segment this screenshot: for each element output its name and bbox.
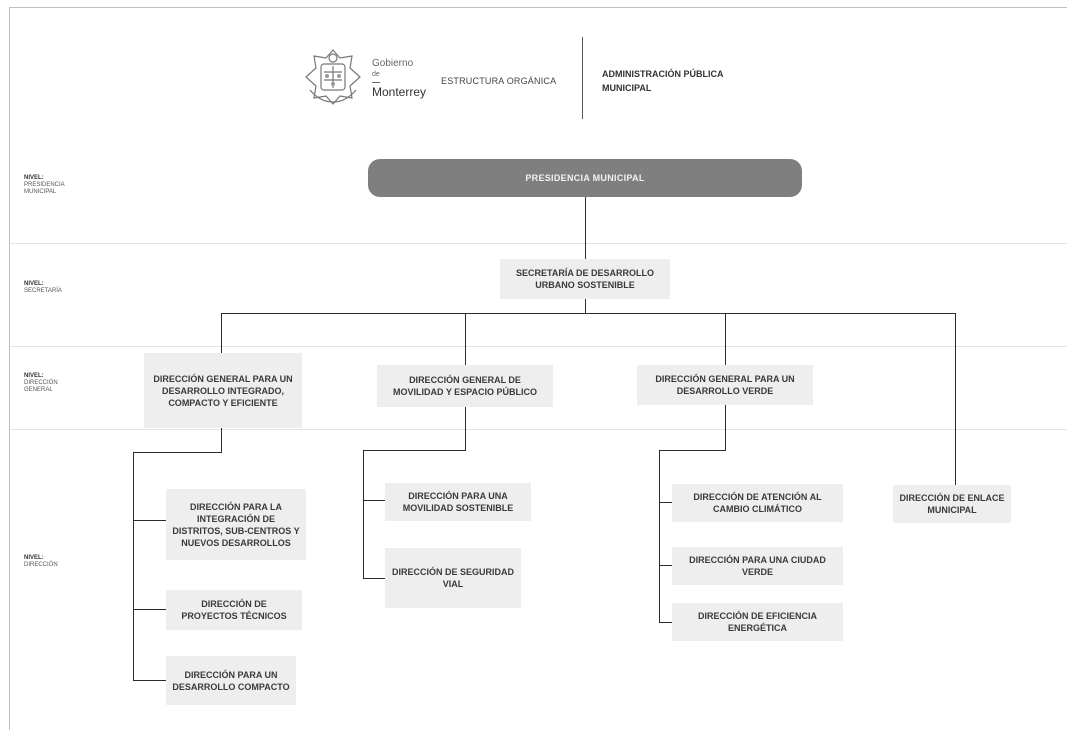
structure-label: ESTRUCTURA ORGÁNICA bbox=[441, 76, 557, 86]
band-separator bbox=[10, 346, 1067, 347]
connector-dg3-spine bbox=[659, 450, 660, 622]
secretaria-box: SECRETARÍA DE DESARROLLO URBANO SOSTENIB… bbox=[500, 259, 670, 299]
admin-title-line1: ADMINISTRACIÓN PÚBLICA bbox=[602, 69, 724, 79]
direccion-movilidad-sostenible-box: DIRECCIÓN PARA UNA MOVILIDAD SOSTENIBLE bbox=[385, 483, 531, 521]
page-frame-top bbox=[9, 7, 1067, 8]
connector-bus-dg1 bbox=[221, 313, 222, 353]
direccion-seguridad-vial-box: DIRECCIÓN DE SEGURIDAD VIAL bbox=[385, 548, 521, 608]
presidencia-municipal-box: PRESIDENCIA MUNICIPAL bbox=[368, 159, 802, 197]
direccion-compacto-box: DIRECCIÓN PARA UN DESARROLLO COMPACTO bbox=[166, 656, 296, 705]
direccion-compacto-label: DIRECCIÓN PARA UN DESARROLLO COMPACTO bbox=[172, 669, 290, 692]
connector-dg1-child1 bbox=[133, 520, 166, 521]
connector-bus-dg3 bbox=[725, 313, 726, 365]
direccion-integracion-box: DIRECCIÓN PARA LA INTEGRACIÓN DE DISTRIT… bbox=[166, 489, 306, 560]
connector-dg2-child2 bbox=[363, 578, 385, 579]
connector-dg1-child3 bbox=[133, 680, 166, 681]
level-label-secretaria: NIVEL: SECRETARÍA bbox=[24, 281, 62, 295]
dg-movilidad-box: DIRECCIÓN GENERAL DE MOVILIDAD Y ESPACIO… bbox=[377, 365, 553, 407]
admin-title-line2: MUNICIPAL bbox=[602, 83, 652, 93]
connector-dg3-child2 bbox=[659, 565, 672, 566]
connector-dg1-elbow bbox=[133, 452, 222, 453]
direccion-movilidad-sostenible-label: DIRECCIÓN PARA UNA MOVILIDAD SOSTENIBLE bbox=[402, 491, 514, 513]
admin-title: ADMINISTRACIÓN PÚBLICA MUNICIPAL bbox=[602, 67, 724, 95]
band-separator bbox=[10, 429, 1067, 430]
direccion-eficiencia-label: DIRECCIÓN DE EFICIENCIA ENERGÉTICA bbox=[697, 611, 817, 633]
secretaria-label: SECRETARÍA DE DESARROLLO URBANO SOSTENIB… bbox=[515, 268, 654, 290]
connector-dg1-down bbox=[221, 428, 222, 452]
connector-dg2-spine bbox=[363, 450, 364, 578]
connector-dg1-child2 bbox=[133, 609, 166, 610]
level-title: NIVEL: bbox=[24, 373, 44, 379]
direccion-integracion-label: DIRECCIÓN PARA LA INTEGRACIÓN DE DISTRIT… bbox=[172, 501, 300, 548]
logo-line-monterrey: Monterrey bbox=[372, 85, 427, 99]
logo-dash bbox=[372, 82, 380, 83]
connector-dg2-elbow bbox=[363, 450, 466, 451]
connector-horizontal-bus bbox=[221, 313, 955, 314]
logo-line-gobierno: Gobierno bbox=[372, 58, 414, 69]
logo-line-de: de bbox=[372, 71, 380, 78]
connector-dg3-child1 bbox=[659, 502, 672, 503]
coat-of-arms-icon bbox=[305, 49, 361, 105]
direccion-enlace-box: DIRECCIÓN DE ENLACE MUNICIPAL bbox=[893, 485, 1011, 523]
header-divider bbox=[582, 37, 583, 119]
level-name: DIRECCIÓN bbox=[24, 562, 58, 568]
connector-pres-secretaria bbox=[585, 197, 586, 259]
dg-verde-box: DIRECCIÓN GENERAL PARA UN DESARROLLO VER… bbox=[637, 365, 813, 405]
level-title: NIVEL: bbox=[24, 555, 44, 561]
direccion-proyectos-label: DIRECCIÓN DE PROYECTOS TÉCNICOS bbox=[181, 599, 287, 621]
direccion-enlace-label: DIRECCIÓN DE ENLACE MUNICIPAL bbox=[899, 493, 1005, 515]
connector-dg2-child1 bbox=[363, 500, 385, 501]
level-label-presidencia: NIVEL: PRESIDENCIA MUNICIPAL bbox=[24, 175, 64, 196]
direccion-ciudad-verde-label: DIRECCIÓN PARA UNA CIUDAD VERDE bbox=[689, 555, 826, 577]
connector-bus-dg2 bbox=[465, 313, 466, 365]
direccion-cambio-climatico-box: DIRECCIÓN DE ATENCIÓN AL CAMBIO CLIMÁTIC… bbox=[672, 484, 843, 522]
dg-integrado-label: DIRECCIÓN GENERAL PARA UN DESARROLLO INT… bbox=[153, 373, 293, 408]
connector-dg3-elbow bbox=[659, 450, 726, 451]
dg-integrado-box: DIRECCIÓN GENERAL PARA UN DESARROLLO INT… bbox=[144, 353, 302, 428]
level-name: SECRETARÍA bbox=[24, 288, 62, 294]
connector-bus-enlace bbox=[955, 313, 956, 485]
direccion-cambio-climatico-label: DIRECCIÓN DE ATENCIÓN AL CAMBIO CLIMÁTIC… bbox=[693, 492, 822, 514]
level-title: NIVEL: bbox=[24, 281, 44, 287]
connector-secretaria-bus bbox=[585, 299, 586, 313]
level-name: PRESIDENCIA MUNICIPAL bbox=[24, 182, 65, 195]
direccion-eficiencia-box: DIRECCIÓN DE EFICIENCIA ENERGÉTICA bbox=[672, 603, 843, 641]
level-title: NIVEL: bbox=[24, 175, 44, 181]
connector-dg3-down bbox=[725, 405, 726, 450]
connector-dg1-spine bbox=[133, 452, 134, 680]
connector-dg3-child3 bbox=[659, 622, 672, 623]
logo-text: Gobierno de Monterrey bbox=[372, 58, 426, 99]
direccion-proyectos-box: DIRECCIÓN DE PROYECTOS TÉCNICOS bbox=[166, 590, 302, 630]
direccion-ciudad-verde-box: DIRECCIÓN PARA UNA CIUDAD VERDE bbox=[672, 547, 843, 585]
direccion-seguridad-vial-label: DIRECCIÓN DE SEGURIDAD VIAL bbox=[391, 567, 514, 589]
dg-verde-label: DIRECCIÓN GENERAL PARA UN DESARROLLO VER… bbox=[655, 374, 795, 396]
presidencia-label: PRESIDENCIA MUNICIPAL bbox=[525, 173, 645, 183]
band-separator bbox=[10, 243, 1067, 244]
level-name: DIRECCIÓN GENERAL bbox=[24, 380, 58, 393]
connector-dg2-down bbox=[465, 407, 466, 450]
dg-movilidad-label: DIRECCIÓN GENERAL DE MOVILIDAD Y ESPACIO… bbox=[392, 375, 538, 397]
level-label-direccion: NIVEL: DIRECCIÓN bbox=[24, 555, 58, 569]
level-label-direccion-general: NIVEL: DIRECCIÓN GENERAL bbox=[24, 373, 64, 394]
page-frame-left bbox=[9, 7, 10, 730]
